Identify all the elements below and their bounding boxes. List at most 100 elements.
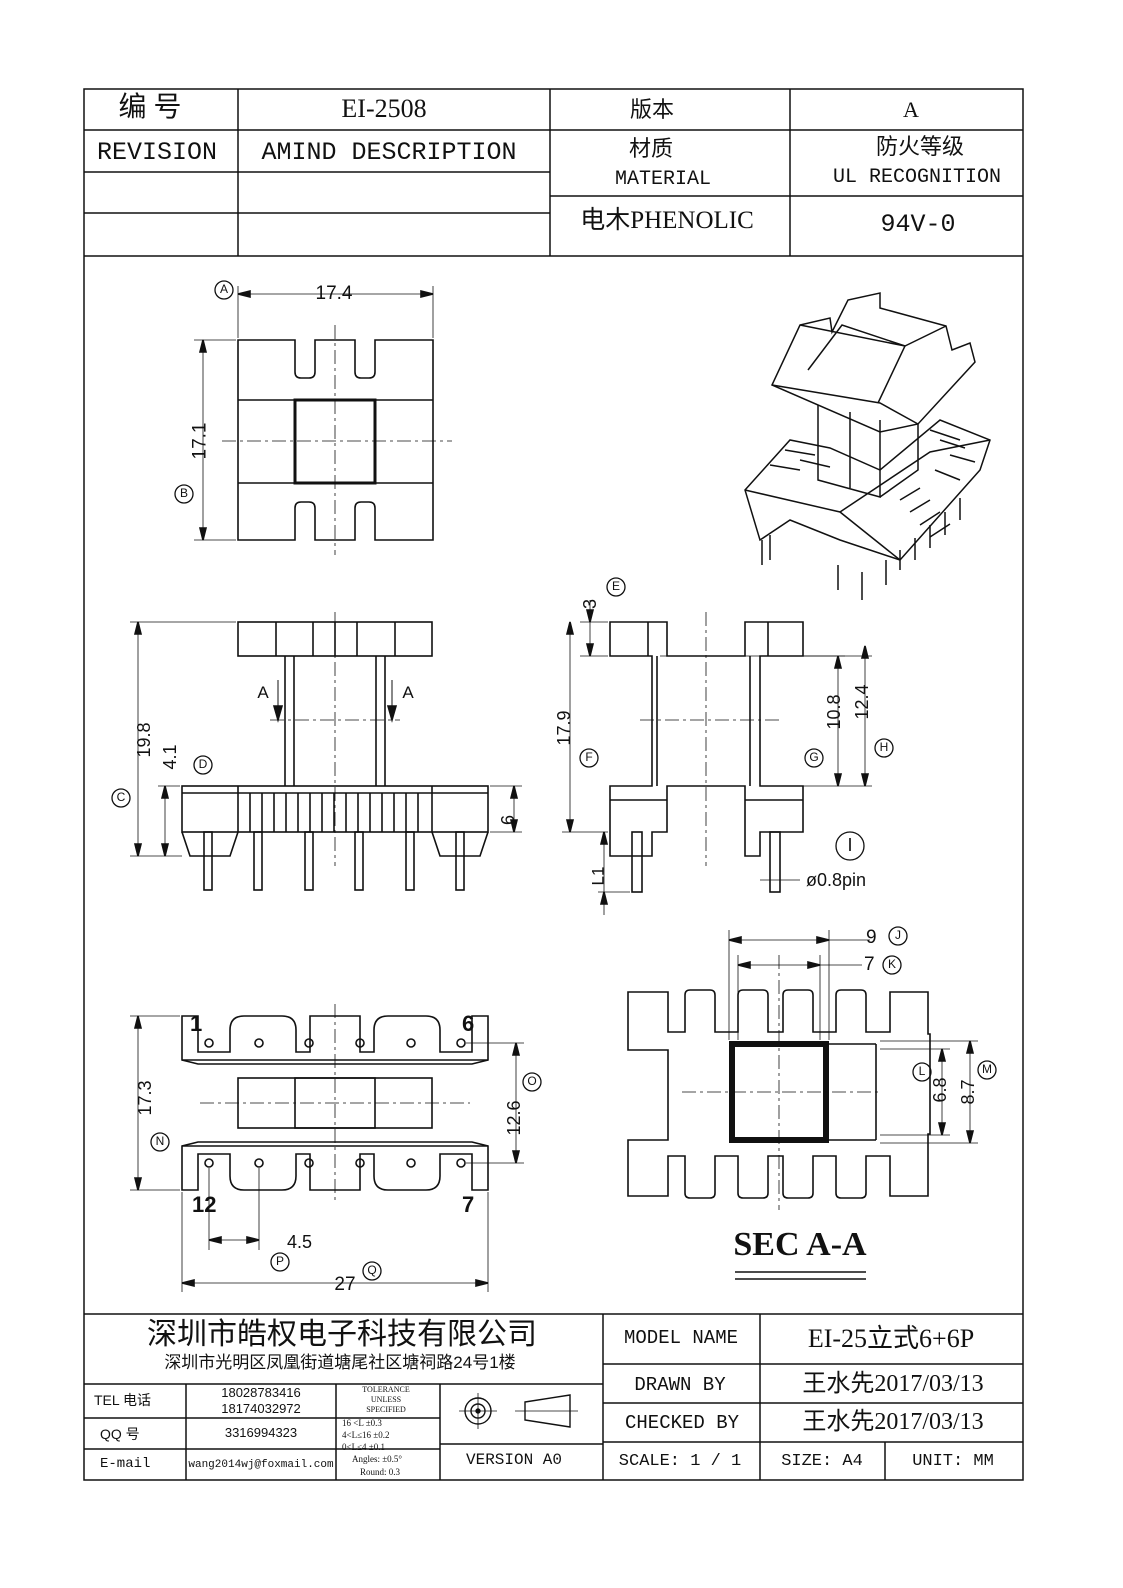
- marker-i-icon: [835, 831, 865, 861]
- dim-top-height: 17.1: [189, 422, 211, 460]
- marker-c-icon: [111, 788, 131, 808]
- qq-value: 3316994323: [224, 1425, 298, 1440]
- dim-bottom-height: 17.3: [135, 1080, 155, 1116]
- fire-label-cn: 防火等级: [875, 134, 965, 159]
- tolerance-title-2: UNLESS: [370, 1395, 402, 1404]
- marker-q-icon: [362, 1261, 382, 1281]
- marker-a-icon: [214, 280, 234, 300]
- email-label: E-mail: [100, 1456, 151, 1472]
- checked-label: CHECKED BY: [624, 1412, 740, 1434]
- fire-label-en: UL RECOGNITION: [832, 166, 1002, 189]
- drawn-label: DRAWN BY: [634, 1374, 726, 1396]
- tel-1: 18028783416: [221, 1385, 301, 1400]
- marker-h-icon: [874, 738, 894, 758]
- marker-c-label: C: [116, 790, 126, 804]
- size-label: SIZE: A4: [781, 1452, 863, 1471]
- dim-bottom-pitch: 4.5: [287, 1232, 313, 1252]
- section-view: [627, 930, 978, 1280]
- version-text: VERSION A0: [465, 1451, 563, 1469]
- marker-m-icon: [977, 1060, 997, 1080]
- company-address: 深圳市光明区凤凰街道塘尾社区塘祠路24号1楼: [164, 1353, 516, 1372]
- revision-label: REVISION: [96, 138, 218, 167]
- bottom-view: [130, 1004, 524, 1292]
- qq-label: QQ 号: [100, 1426, 140, 1442]
- model-label: MODEL NAME: [623, 1327, 739, 1349]
- isometric-view: [744, 292, 991, 600]
- tolerance-row-2: 4<L≤16 ±0.2: [342, 1430, 390, 1440]
- sheet-border: [83, 88, 1024, 1481]
- pin-note: ø0.8pin: [806, 870, 867, 890]
- marker-j-icon: [888, 926, 908, 946]
- marker-i-label: I: [847, 835, 853, 855]
- front-view: [130, 612, 522, 891]
- pin-12-label: 12: [192, 1192, 217, 1217]
- description-label: AMIND DESCRIPTION: [261, 138, 517, 167]
- section-mark-left: A: [257, 683, 269, 702]
- tolerance-row-1: 16 <L ±0.3: [342, 1418, 382, 1428]
- marker-b-label: B: [179, 486, 189, 500]
- marker-k-icon: [882, 955, 902, 975]
- dim-side-window: 10.8: [824, 694, 844, 730]
- tel-label: TEL 电话: [94, 1392, 152, 1408]
- material-label-cn: 材质: [628, 136, 674, 161]
- pin-1-label: 1: [190, 1011, 203, 1036]
- pin-7-label: 7: [462, 1192, 475, 1217]
- dim-side-top: 3: [580, 598, 600, 610]
- marker-l-icon: [912, 1062, 932, 1082]
- marker-p-label: P: [275, 1254, 285, 1268]
- fire-value: 94V-0: [880, 210, 956, 239]
- tolerance-title-1: TOLERANCE: [362, 1385, 410, 1394]
- marker-q-label: Q: [367, 1263, 377, 1277]
- version-value: A: [903, 97, 919, 122]
- dim-front-flange: 4.1: [160, 744, 180, 770]
- checked-value: 王水先2017/03/13: [802, 1409, 984, 1435]
- dim-section-outer: 9: [866, 927, 877, 948]
- dim-front-base: 6: [498, 814, 518, 826]
- part-number: EI-2508: [341, 94, 427, 123]
- scale-label: SCALE: 1 / 1: [618, 1452, 742, 1471]
- pin-6-label: 6: [462, 1011, 475, 1036]
- tel-2: 18174032972: [221, 1401, 301, 1416]
- marker-g-label: G: [809, 750, 819, 764]
- marker-g-icon: [804, 748, 824, 768]
- company-name: 深圳市皓权电子科技有限公司: [147, 1318, 537, 1351]
- dim-side-pin: L1: [588, 866, 608, 886]
- dim-top-width: 17.4: [315, 283, 353, 304]
- side-view: [562, 600, 872, 915]
- marker-h-label: H: [879, 740, 889, 754]
- dim-section-inner-v: 6.8: [930, 1077, 950, 1103]
- model-value: EI-25立式6+6P: [807, 1324, 975, 1353]
- marker-e-icon: [606, 577, 626, 597]
- marker-n-icon: [150, 1132, 170, 1152]
- marker-m-label: M: [982, 1062, 992, 1076]
- marker-b-icon: [174, 484, 194, 504]
- dim-bottom-rows: 12.6: [504, 1100, 524, 1136]
- tolerance-round: Round: 0.3: [360, 1467, 401, 1477]
- tolerance-title-3: SPECIFIED: [366, 1405, 406, 1414]
- section-mark-right: A: [402, 683, 414, 702]
- marker-e-label: E: [611, 579, 621, 593]
- number-label: 编 号: [118, 92, 182, 123]
- dim-section-inner: 7: [864, 954, 875, 975]
- dim-front-total: 19.8: [134, 722, 154, 758]
- marker-p-icon: [270, 1252, 290, 1272]
- drawn-value: 王水先2017/03/13: [802, 1371, 984, 1397]
- marker-o-icon: [522, 1072, 542, 1092]
- marker-d-icon: [193, 755, 213, 775]
- tolerance-row-3: 0<L≤4 ±0.1: [342, 1442, 385, 1452]
- marker-d-label: D: [198, 757, 208, 771]
- section-caption: SEC A-A: [733, 1226, 867, 1263]
- marker-a-label: A: [219, 282, 229, 296]
- marker-j-label: J: [895, 928, 901, 942]
- marker-f-label: F: [585, 750, 593, 764]
- projection-symbol-icon: [459, 1393, 578, 1429]
- dim-side-inner: 12.4: [852, 684, 872, 720]
- material-value: 电木PHENOLIC: [580, 207, 754, 234]
- marker-n-label: N: [155, 1134, 165, 1148]
- marker-f-icon: [579, 748, 599, 768]
- top-view: [194, 286, 452, 555]
- tolerance-angles: Angles: ±0.5°: [352, 1454, 403, 1464]
- marker-k-label: K: [887, 957, 897, 971]
- email-value: wang2014wj@foxmail.com: [188, 1459, 334, 1471]
